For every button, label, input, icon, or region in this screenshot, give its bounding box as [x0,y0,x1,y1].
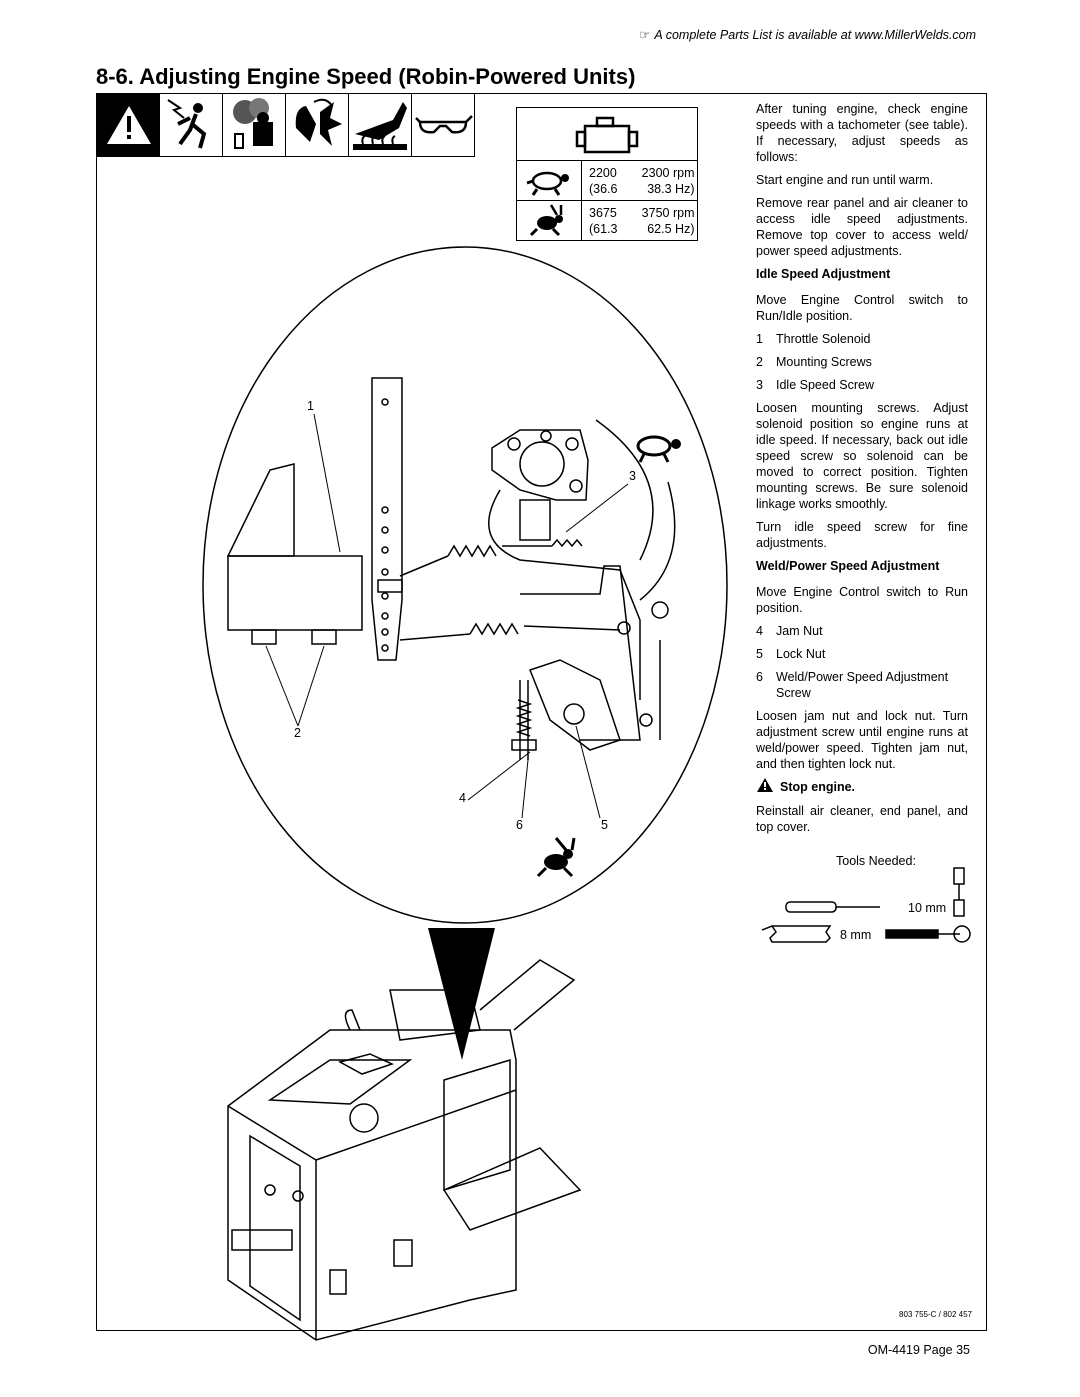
weld-hz-low: (61.3 [589,222,618,236]
callout-1: 1 [307,399,314,413]
socket-wrench-icon [885,867,971,943]
electric-shock-icon [159,93,223,157]
weld-speed-row: 3675 3750 rpm (61.3 62.5 Hz) [517,200,697,241]
remove-text: Remove rear panel and air cleaner to acc… [756,196,968,258]
turtle-icon [517,161,582,201]
welder-generator-unit [227,959,582,1341]
idle-speed-row: 2200 2300 rpm (36.6 38.3 Hz) [517,160,697,201]
detail-pointer [428,928,495,1060]
weld-rpm-low: 3675 [589,206,617,220]
page-footer: OM-4419 Page 35 [867,1343,970,1357]
parts-list-note-text: A complete Parts List is available at ww… [654,28,976,42]
governor-bracket [511,565,669,760]
linkage-springs [399,538,621,641]
content-frame [96,93,987,1331]
stop-engine-warning: Stop engine. [756,778,968,795]
open-end-wrench-icon [761,925,832,943]
instructions-column: After tuning engine, check engine speeds… [756,101,968,842]
tools-label: Tools Needed: [836,854,916,868]
engine-speed-table: 2200 2300 rpm (36.6 38.3 Hz) 3675 3750 r… [516,107,698,241]
safety-glasses-icon [411,93,475,157]
callout-3: 3 [629,469,636,483]
safety-icon-bar [96,93,476,157]
idle-heading: Idle Speed Adjustment [756,267,891,281]
screwdriver-icon [785,901,880,913]
idle-hz-low: (36.6 [589,182,618,196]
idle-rpm-low: 2200 [589,166,617,180]
idle-rpm-high: 2300 rpm [641,166,695,180]
tool-size-8mm: 8 mm [840,928,872,942]
stop-engine-text: Stop engine. [780,780,855,794]
hot-parts-icon [348,93,412,157]
detail-magnifier-oval [202,246,728,924]
engine-icon [517,108,697,160]
weld-switch-text: Move Engine Control switch to Run positi… [756,585,968,615]
weld-rpm-high: 3750 rpm [641,206,695,220]
start-text: Start engine and run until warm. [756,173,934,187]
callout-5: 5 [601,818,608,832]
callout-6: 6 [516,818,523,832]
throttle-arm [371,377,403,661]
drawing-reference: 803 755-C / 802 457 [899,1310,972,1319]
parts-list-note: ☞A complete Parts List is available at w… [639,27,976,42]
idle-switch-text: Move Engine Control switch to Run/Idle p… [756,293,968,323]
rabbit-icon [536,837,576,878]
reinstall-text: Reinstall air cleaner, end panel, and to… [756,804,968,834]
idle-fine-text: Turn idle speed screw for fine adjustmen… [756,520,968,550]
weld-steps-text: Loosen jam nut and lock nut. Turn adjust… [756,709,968,771]
hazard-triangle-icon [96,93,160,157]
pointing-hand-icon: ☞ [639,28,651,42]
exhaust-fumes-icon [222,93,286,157]
callout-leaders [265,413,629,819]
turtle-icon [636,435,681,463]
intro-text: After tuning engine, check engine speeds… [756,102,968,164]
throttle-solenoid [226,463,363,645]
idle-hz-high: 38.3 Hz) [647,182,695,196]
moving-parts-icon [285,93,349,157]
tool-size-10mm: 10 mm [908,901,947,915]
hazard-triangle-icon [757,778,773,792]
callout-4: 4 [459,791,466,805]
weld-hz-high: 62.5 Hz) [647,222,695,236]
weld-heading: Weld/Power Speed Adjustment [756,559,940,573]
callout-2: 2 [294,726,301,740]
idle-steps-text: Loosen mounting screws. Adjust solenoid … [756,401,968,511]
section-title: 8-6. Adjusting Engine Speed (Robin-Power… [96,64,636,89]
carburetor [488,419,676,700]
rabbit-icon [517,201,582,241]
